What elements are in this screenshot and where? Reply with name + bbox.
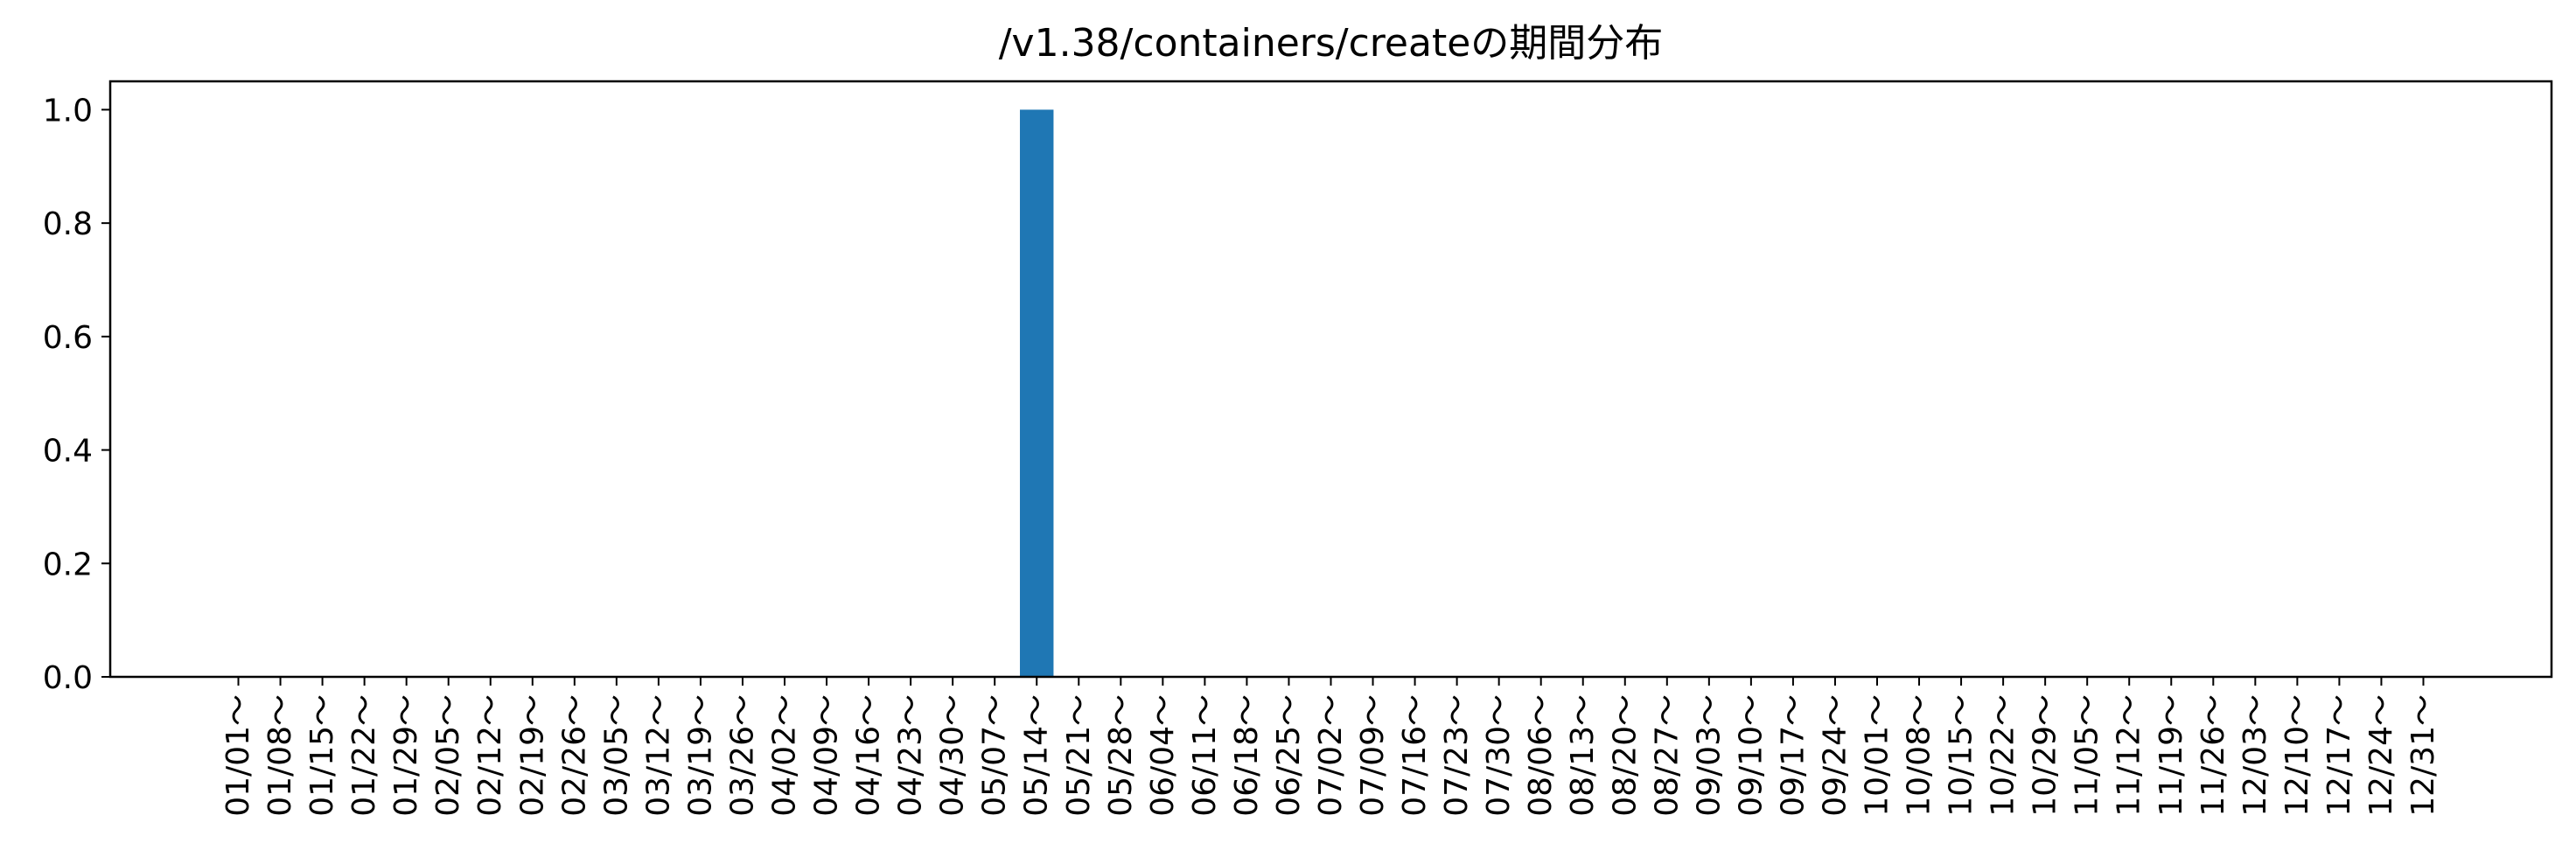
y-tick-label: 1.0	[43, 93, 93, 129]
x-tick-label: 07/02～	[1313, 694, 1349, 817]
x-tick-label: 05/07～	[977, 694, 1013, 817]
x-tick-label: 03/12～	[640, 694, 676, 817]
x-tick-label: 03/05～	[598, 694, 634, 817]
y-tick-label: 0.2	[43, 547, 93, 582]
x-tick-label: 10/15～	[1944, 694, 1979, 817]
x-tick-label: 02/26～	[556, 694, 592, 817]
x-tick-label: 07/09～	[1355, 694, 1391, 817]
x-tick-label: 04/02～	[767, 694, 803, 817]
y-tick-label: 0.6	[43, 320, 93, 356]
x-tick-label: 11/05～	[2070, 694, 2105, 817]
x-tick-label: 03/26～	[724, 694, 760, 817]
x-tick-label: 06/04～	[1145, 694, 1181, 817]
y-tick-label: 0.4	[43, 434, 93, 470]
x-tick-label: 09/03～	[1691, 694, 1727, 817]
x-tick-label: 08/13～	[1565, 694, 1601, 817]
x-tick-label: 04/09～	[809, 694, 845, 817]
plot-frame	[108, 80, 2553, 679]
x-tick-label: 01/15～	[304, 694, 340, 817]
x-tick-label: 07/16～	[1397, 694, 1433, 817]
x-tick-label: 12/17～	[2321, 694, 2357, 817]
x-tick-label: 05/28～	[1103, 694, 1139, 817]
x-tick-label: 09/24～	[1817, 694, 1853, 817]
x-tick-label: 05/14～	[1019, 694, 1055, 817]
x-tick-label: 11/12～	[2112, 694, 2147, 817]
x-tick-label: 08/20～	[1607, 694, 1643, 817]
chart-title: /v1.38/containers/createの期間分布	[999, 21, 1664, 66]
x-tick-label: 02/12～	[472, 694, 508, 817]
x-tick-label: 05/21～	[1061, 694, 1097, 817]
x-tick-label: 09/10～	[1733, 694, 1769, 817]
bar-05/14～	[1020, 109, 1054, 677]
x-tick-label: 12/24～	[2363, 694, 2399, 817]
x-tick-label: 12/31～	[2405, 694, 2441, 817]
x-tick-label: 08/27～	[1649, 694, 1685, 817]
x-tick-label: 04/30～	[935, 694, 971, 817]
y-tick-label: 0.0	[43, 660, 93, 696]
x-tick-label: 10/29～	[2028, 694, 2063, 817]
x-tick-label: 12/10～	[2279, 694, 2315, 817]
x-tick-label: 02/05～	[430, 694, 466, 817]
x-tick-label: 06/11～	[1187, 694, 1223, 817]
bar-series	[1020, 109, 1054, 677]
x-tick-label: 07/30～	[1481, 694, 1517, 817]
x-tick-label: 11/19～	[2154, 694, 2189, 817]
x-tick-label: 10/01～	[1859, 694, 1895, 817]
x-tick-label: 10/08～	[1902, 694, 1937, 817]
x-tick-label: 04/16～	[851, 694, 887, 817]
x-tick-label: 09/17～	[1775, 694, 1811, 817]
y-tick-label: 0.8	[43, 206, 93, 242]
x-tick-label: 08/06～	[1523, 694, 1559, 817]
x-tick-label: 12/03～	[2237, 694, 2273, 817]
x-tick-label: 06/18～	[1229, 694, 1265, 817]
x-tick-label: 01/01～	[220, 694, 256, 817]
x-axis: 01/01～01/08～01/15～01/22～01/29～02/05～02/1…	[220, 677, 2441, 817]
y-axis: 0.0 0.2 0.4 0.6 0.8 1.0	[43, 93, 110, 696]
x-tick-label: 07/23～	[1439, 694, 1475, 817]
x-tick-label: 06/25～	[1271, 694, 1307, 817]
x-tick-label: 10/22～	[1986, 694, 2021, 817]
x-tick-label: 01/29～	[388, 694, 424, 817]
x-tick-label: 01/08～	[262, 694, 298, 817]
x-tick-label: 03/19～	[682, 694, 718, 817]
x-tick-label: 04/23～	[893, 694, 929, 817]
x-tick-label: 11/26～	[2196, 694, 2231, 817]
x-tick-label: 02/19～	[514, 694, 550, 817]
x-tick-label: 01/22～	[346, 694, 382, 817]
